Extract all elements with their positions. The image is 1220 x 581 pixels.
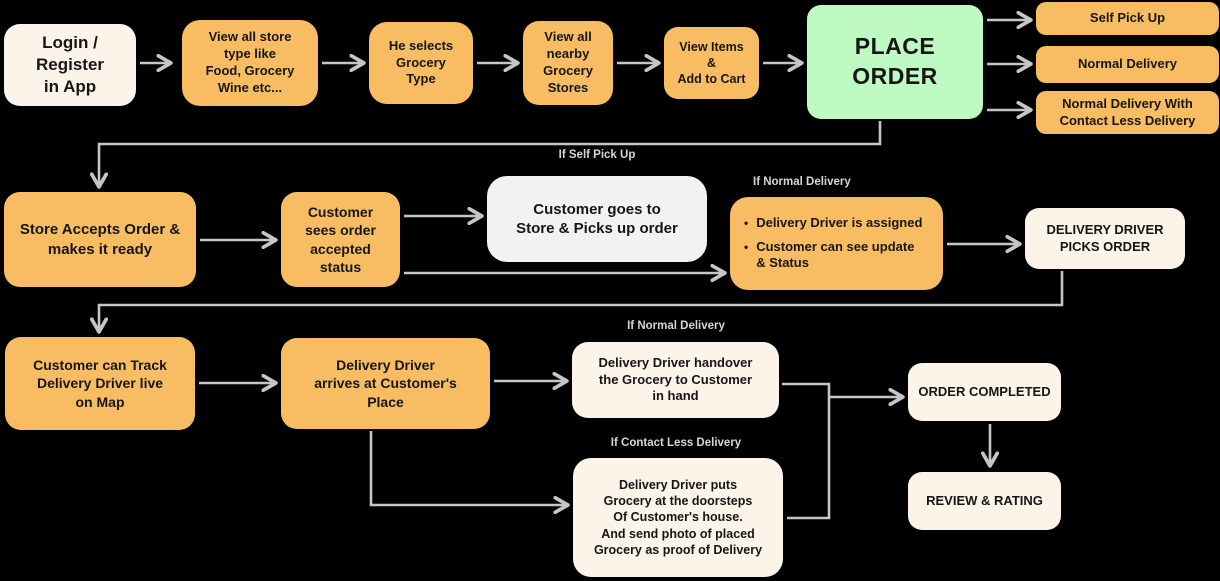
bullet-icon: • xyxy=(744,239,749,254)
node-order-completed: ORDER COMPLETED xyxy=(908,363,1061,421)
node-customer-goes-to-store: Customer goes to Store & Picks up order xyxy=(487,176,707,262)
bullet-item: • Delivery Driver is assigned xyxy=(744,215,922,232)
node-select-grocery-type: He selects Grocery Type xyxy=(369,22,473,104)
node-view-store-types: View all store type like Food, Grocery W… xyxy=(182,20,318,106)
node-handover-in-hand: Delivery Driver handover the Grocery to … xyxy=(572,342,779,418)
condition-label-if-self-pick-up: If Self Pick Up xyxy=(558,149,636,161)
condition-label-if-normal-delivery-1: If Normal Delivery xyxy=(753,176,851,188)
node-driver-assigned-status: • Delivery Driver is assigned • Customer… xyxy=(730,197,943,290)
bullet-icon: • xyxy=(744,215,749,230)
node-login-register: Login / Register in App xyxy=(4,24,136,106)
node-view-nearby-stores: View all nearby Grocery Stores xyxy=(523,21,613,105)
node-normal-contactless-delivery: Normal Delivery With Contact Less Delive… xyxy=(1036,91,1219,134)
condition-label-if-contact-less-delivery: If Contact Less Delivery xyxy=(610,437,742,449)
node-normal-delivery: Normal Delivery xyxy=(1036,46,1219,83)
node-self-pick-up: Self Pick Up xyxy=(1036,2,1219,35)
connector-branch-merge-line xyxy=(782,382,831,520)
node-delivery-driver-picks-order: DELIVERY DRIVER PICKS ORDER xyxy=(1025,208,1185,269)
node-customer-sees-status: Customer sees order accepted status xyxy=(281,192,400,287)
connector-arrives-to-puts-grocery xyxy=(369,431,570,515)
node-driver-arrives: Delivery Driver arrives at Customer's Pl… xyxy=(281,338,490,429)
node-track-driver-on-map: Customer can Track Delivery Driver live … xyxy=(5,337,195,430)
node-view-items-add-cart: View Items & Add to Cart xyxy=(664,27,759,99)
bullet-text: Customer can see update & Status xyxy=(756,238,915,271)
node-store-accepts-order: Store Accepts Order & makes it ready xyxy=(4,192,196,287)
node-place-order: PLACE ORDER xyxy=(807,5,983,119)
node-doorstep-drop-with-photo: Delivery Driver puts Grocery at the door… xyxy=(573,458,783,577)
node-review-and-rating: REVIEW & RATING xyxy=(908,472,1061,530)
bullet-text: Delivery Driver is assigned xyxy=(756,214,923,230)
condition-label-if-normal-delivery-2: If Normal Delivery xyxy=(627,320,725,332)
bullet-item: • Customer can see update & Status xyxy=(744,239,914,273)
